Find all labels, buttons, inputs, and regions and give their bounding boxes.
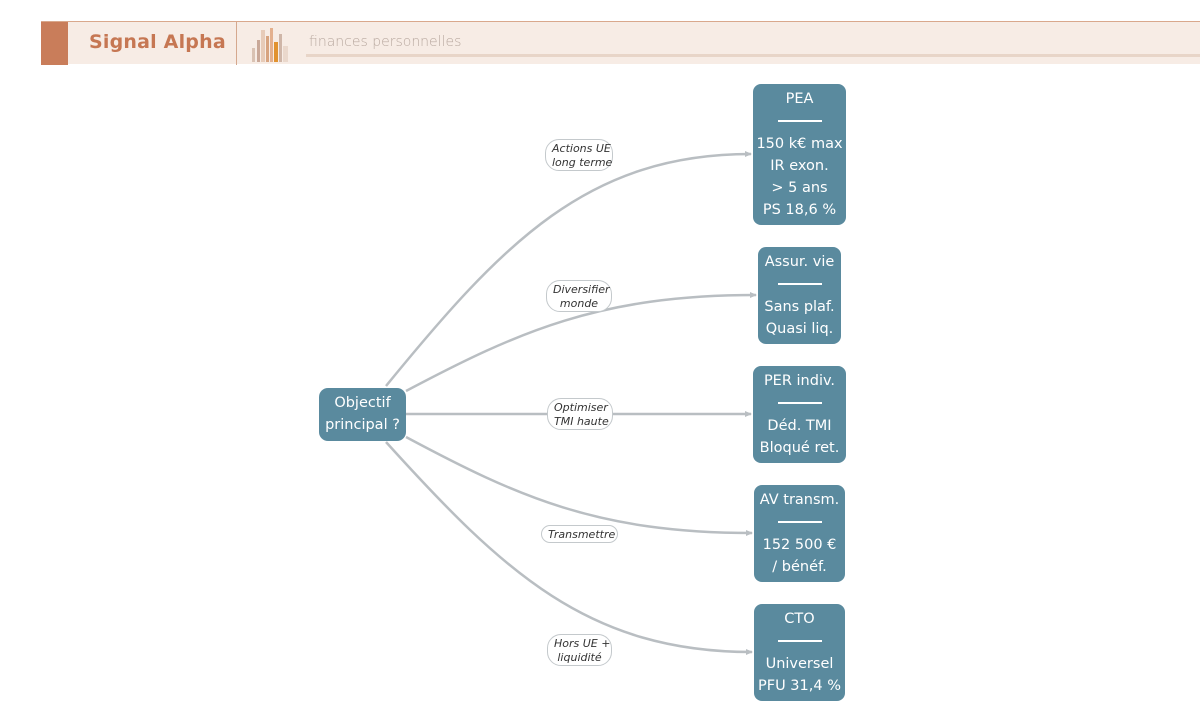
leaf-node-title: PEA xyxy=(785,91,814,107)
header-rule xyxy=(306,54,1200,57)
tagline: finances personnelles xyxy=(309,34,462,50)
brand-swatch xyxy=(41,22,68,65)
leaf-node-line: PS 18,6 % xyxy=(762,202,837,218)
edge-label: Hors UE +liquidité xyxy=(547,634,612,666)
brand-name[interactable]: Signal Alpha xyxy=(89,31,226,53)
bar-chart-logo-icon xyxy=(252,28,288,62)
leaf-node-title: Assur. vie xyxy=(764,254,835,270)
leaf-node-divider xyxy=(777,402,822,404)
leaf-node-divider xyxy=(777,640,822,642)
edge-label-line: Diversifier xyxy=(553,283,610,296)
header-divider xyxy=(236,22,237,65)
edge-label-line: Hors UE + xyxy=(554,637,611,650)
leaf-node-divider xyxy=(777,120,822,122)
leaf-node-line: Universel xyxy=(765,656,834,672)
leaf-node-title: AV transm. xyxy=(759,492,840,508)
edge-label-line: Optimiser xyxy=(554,401,608,414)
leaf-node-line: / bénéf. xyxy=(772,559,827,575)
edge-connector xyxy=(385,151,752,387)
edge-label-line: TMI haute xyxy=(554,415,609,428)
leaf-node-line: Sans plaf. xyxy=(764,299,835,315)
root-node: Objectif principal ? xyxy=(319,388,406,441)
edge-label-line: long terme xyxy=(552,156,613,169)
edge-label-line: Transmettre xyxy=(548,528,616,541)
header-banner: Signal Alpha finances personnelles xyxy=(41,21,1200,65)
edge-label-line: monde xyxy=(559,297,599,310)
root-node-line: Objectif xyxy=(334,395,391,411)
leaf-node-line: IR exon. xyxy=(770,158,829,174)
edge-connector xyxy=(405,292,757,393)
leaf-node: PER indiv. Déd. TMI Bloqué ret. xyxy=(753,366,846,463)
leaf-node-divider xyxy=(777,283,822,285)
edge-label: Transmettre xyxy=(541,525,618,543)
leaf-node: AV transm. 152 500 € / bénéf. xyxy=(754,485,845,582)
leaf-node-line: 152 500 € xyxy=(762,537,837,553)
edge-connector xyxy=(385,441,753,655)
leaf-node-title: PER indiv. xyxy=(763,373,836,389)
leaf-node-title: CTO xyxy=(784,611,815,627)
root-node-line: principal ? xyxy=(325,417,400,433)
leaf-node-line: PFU 31,4 % xyxy=(758,678,841,694)
leaf-node-line: 150 k€ max xyxy=(756,136,843,152)
leaf-node-line: Déd. TMI xyxy=(767,418,832,434)
edge-label-line: liquidité xyxy=(557,651,602,664)
leaf-node-divider xyxy=(777,521,822,523)
leaf-node: PEA 150 k€ max IR exon. > 5 ans PS 18,6 % xyxy=(753,84,846,225)
edge-label-line: Actions UE xyxy=(552,142,611,155)
leaf-node-line: Quasi liq. xyxy=(765,321,834,337)
edge-connector xyxy=(405,435,753,536)
leaf-node-line: Bloqué ret. xyxy=(759,440,840,456)
leaf-node-line: > 5 ans xyxy=(771,180,828,196)
